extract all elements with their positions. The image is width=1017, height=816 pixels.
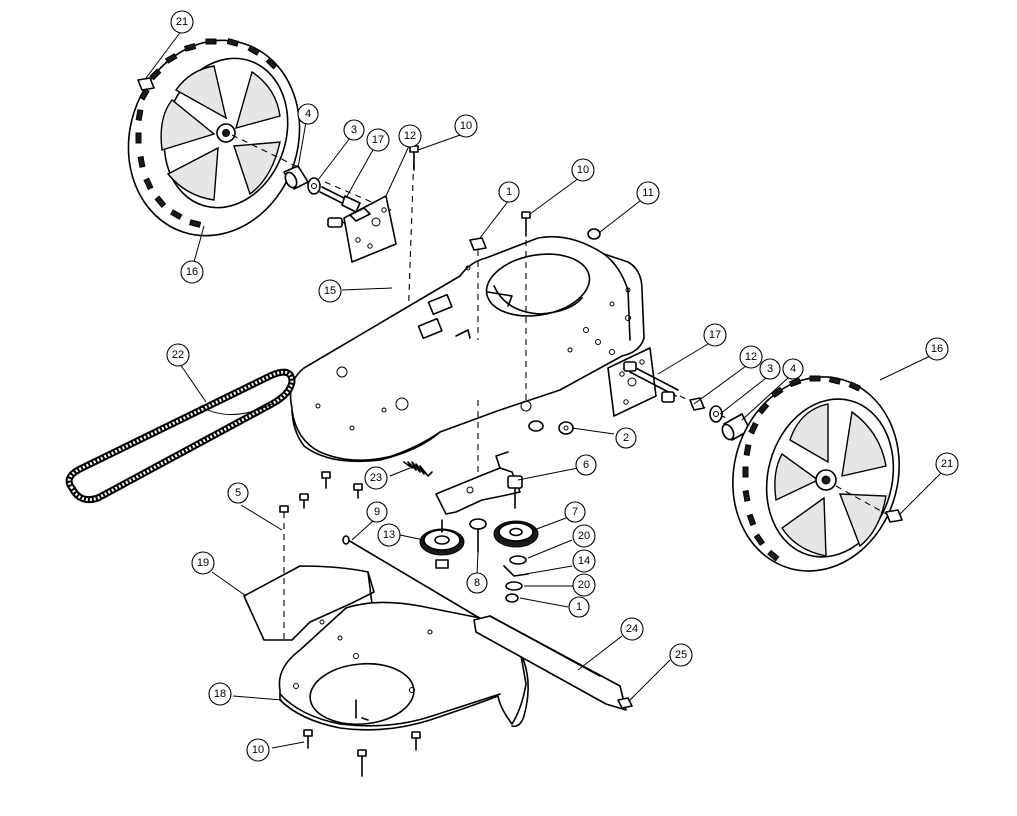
- callouts: 21 4 3 17 12 10 10 1 11 16 15 22 17 12 3…: [166, 10, 959, 762]
- callout-label: 1: [506, 186, 512, 198]
- callout-label: 17: [709, 329, 721, 341]
- callout-9: 9: [366, 501, 388, 523]
- callout-label: 4: [305, 108, 311, 120]
- callout-5: 5: [227, 482, 249, 504]
- callout-12: 12: [739, 345, 763, 369]
- callout-7: 7: [564, 501, 586, 523]
- callout-6: 6: [575, 454, 597, 476]
- callout-label: 7: [572, 506, 578, 518]
- callout-label: 21: [941, 458, 953, 470]
- callout-label: 23: [370, 472, 382, 484]
- callout-15: 15: [318, 279, 342, 303]
- callout-17: 17: [366, 128, 390, 152]
- bottom-bolts: [303, 697, 633, 777]
- bolt-8: [469, 518, 487, 553]
- callout-label: 21: [176, 16, 188, 28]
- callout-label: 16: [186, 266, 198, 278]
- callout-3: 3: [343, 119, 365, 141]
- callout-label: 3: [351, 124, 357, 136]
- callout-10: 10: [246, 738, 270, 762]
- leader-lines: [145, 29, 943, 749]
- callout-10: 10: [454, 114, 478, 138]
- callout-label: 5: [235, 487, 241, 499]
- callout-3: 3: [759, 358, 781, 380]
- right-bracket-plate: [607, 347, 679, 417]
- bolt-top: [409, 145, 419, 171]
- lower-housing: [278, 601, 529, 731]
- callout-1: 1: [568, 596, 590, 618]
- callout-label: 8: [474, 577, 480, 589]
- callout-label: 16: [931, 343, 943, 355]
- main-deck: [289, 235, 645, 463]
- callout-label: 19: [197, 557, 209, 569]
- callout-1: 1: [498, 181, 520, 203]
- callout-label: 15: [324, 285, 336, 297]
- callout-20: 20: [572, 573, 596, 597]
- callout-10: 10: [571, 158, 595, 182]
- belt: [65, 368, 296, 504]
- callout-25: 25: [669, 643, 693, 667]
- right-axle-parts: [689, 397, 751, 441]
- blade: [473, 615, 627, 711]
- callout-8: 8: [466, 572, 488, 594]
- spring: [403, 461, 433, 477]
- callout-label: 3: [767, 363, 773, 375]
- small-bolts: [299, 471, 363, 509]
- callout-18: 18: [208, 682, 232, 706]
- pulley-right: [493, 520, 539, 603]
- idler-arm: [435, 451, 523, 515]
- callout-17: 17: [703, 323, 727, 347]
- callout-label: 17: [372, 134, 384, 146]
- callout-19: 19: [191, 551, 215, 575]
- callout-4: 4: [297, 103, 319, 125]
- left-wheel: [127, 38, 301, 237]
- callout-16: 16: [180, 260, 204, 284]
- callout-21: 21: [170, 10, 194, 34]
- nut-2: [528, 420, 574, 435]
- right-wheel: [732, 375, 900, 572]
- callout-label: 10: [577, 164, 589, 176]
- callout-label: 11: [642, 187, 653, 199]
- callout-11: 11: [636, 181, 660, 205]
- callout-label: 1: [576, 601, 582, 613]
- callout-label: 6: [583, 459, 589, 471]
- callout-label: 12: [404, 130, 416, 142]
- callout-12: 12: [398, 124, 422, 148]
- callout-label: 10: [252, 744, 264, 756]
- callout-label: 25: [675, 649, 687, 661]
- callout-2: 2: [615, 427, 637, 449]
- callout-label: 20: [578, 579, 590, 591]
- callout-21: 21: [935, 452, 959, 476]
- callout-label: 13: [383, 529, 395, 541]
- callout-label: 18: [214, 688, 226, 700]
- callout-label: 14: [578, 555, 590, 567]
- callout-22: 22: [166, 343, 190, 367]
- callout-label: 2: [623, 432, 629, 444]
- callout-23: 23: [364, 466, 388, 490]
- callout-label: 20: [578, 530, 590, 542]
- callout-label: 9: [374, 506, 380, 518]
- callout-16: 16: [925, 337, 949, 361]
- callout-14: 14: [572, 549, 596, 573]
- callout-24: 24: [620, 617, 644, 641]
- deck-fasteners: [469, 211, 601, 251]
- callout-13: 13: [377, 523, 401, 547]
- callout-label: 22: [172, 349, 184, 361]
- pulley-left: [419, 519, 465, 569]
- left-bracket-plate: [343, 195, 397, 263]
- rear-bracket: [243, 505, 375, 641]
- callout-label: 4: [790, 363, 796, 375]
- callout-label: 24: [626, 623, 638, 635]
- callout-label: 12: [745, 351, 757, 363]
- callout-20: 20: [572, 524, 596, 548]
- callout-label: 10: [460, 120, 472, 132]
- callout-4: 4: [782, 358, 804, 380]
